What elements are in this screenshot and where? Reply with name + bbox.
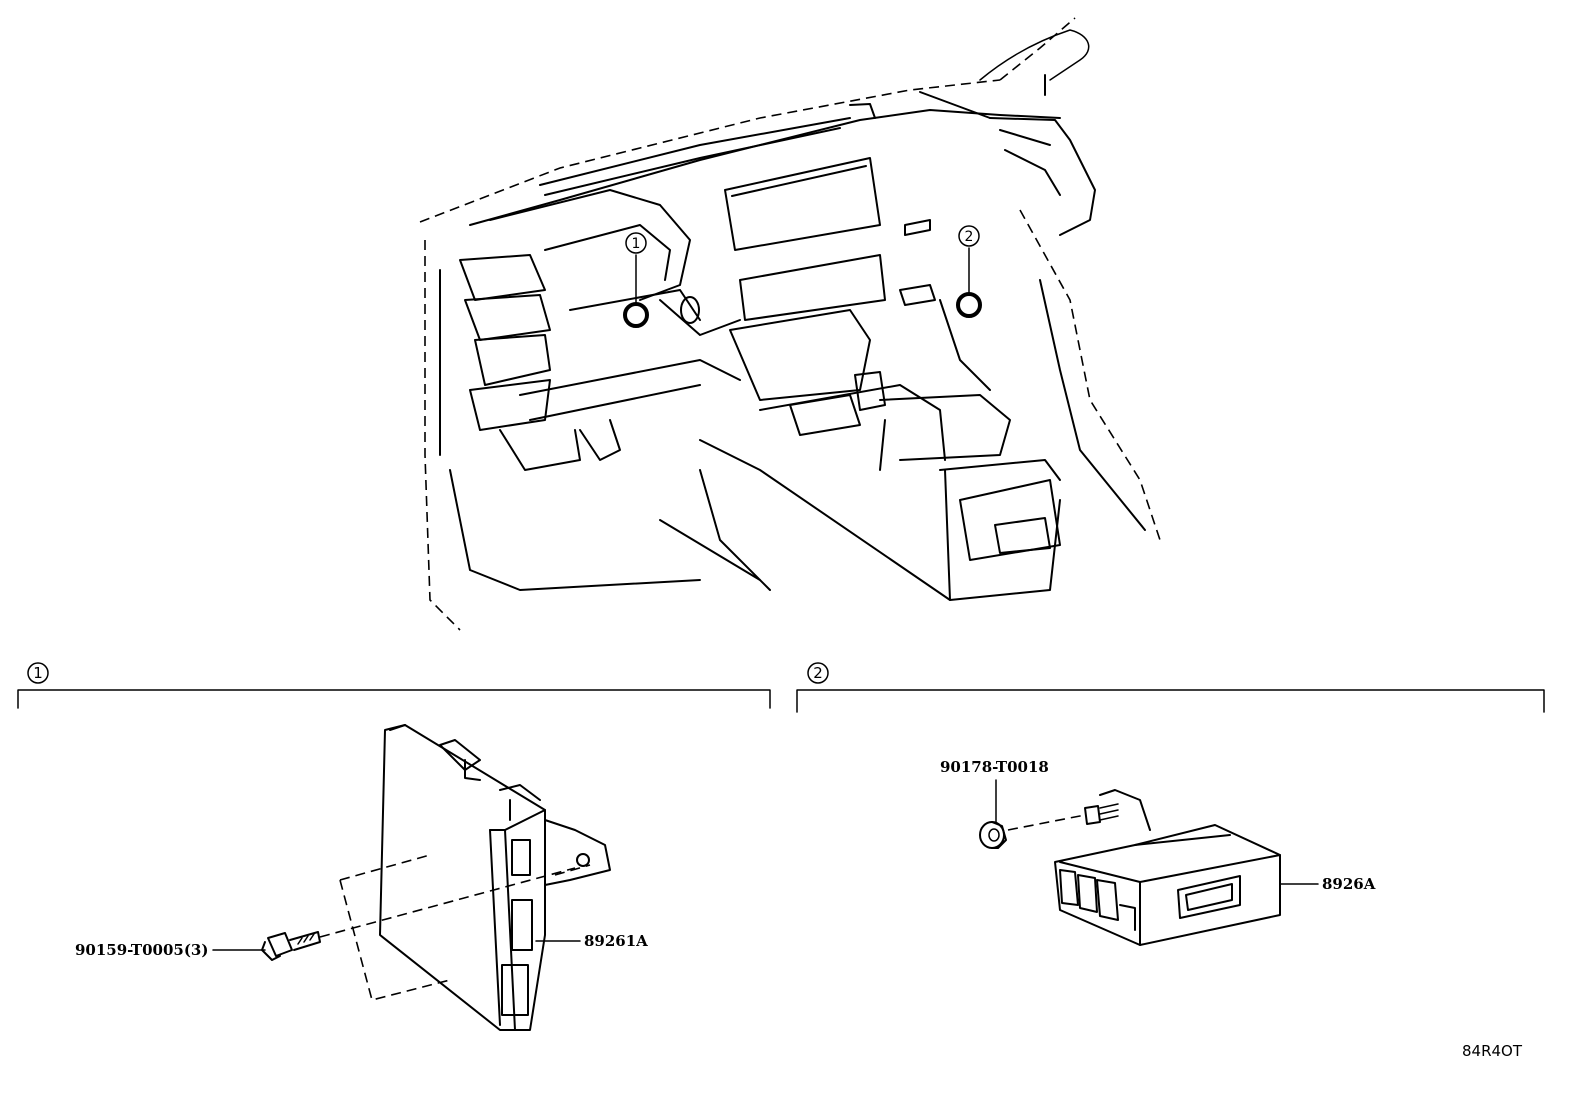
section-2: 2 — [796, 662, 1545, 713]
callout-1-number: 1 — [632, 236, 641, 252]
nut-drawing — [979, 814, 1086, 849]
nut-part-label[interactable]: 90178-T0018 — [940, 758, 1049, 776]
section-2-number: 2 — [813, 664, 823, 682]
callout-1[interactable]: 1 — [623, 232, 649, 328]
module-part-label[interactable]: 8926A — [1322, 875, 1376, 893]
section-2-bracket — [796, 689, 1545, 713]
bolt-drawing — [261, 867, 576, 961]
illustration-code: 84R4OT — [1462, 1042, 1523, 1060]
section-1-bracket — [17, 689, 771, 709]
module-drawing — [1054, 789, 1281, 946]
section-1-number: 1 — [33, 664, 43, 682]
section-1: 1 — [17, 662, 771, 709]
computer-part-label[interactable]: 89261A — [584, 932, 648, 950]
callout-2-number: 2 — [965, 229, 974, 245]
dashboard-illustration — [419, 17, 1161, 631]
computer-unit-drawing — [339, 724, 611, 1031]
callout-2[interactable]: 2 — [956, 225, 982, 318]
bolt-part-label[interactable]: 90159-T0005(3) — [75, 941, 208, 959]
